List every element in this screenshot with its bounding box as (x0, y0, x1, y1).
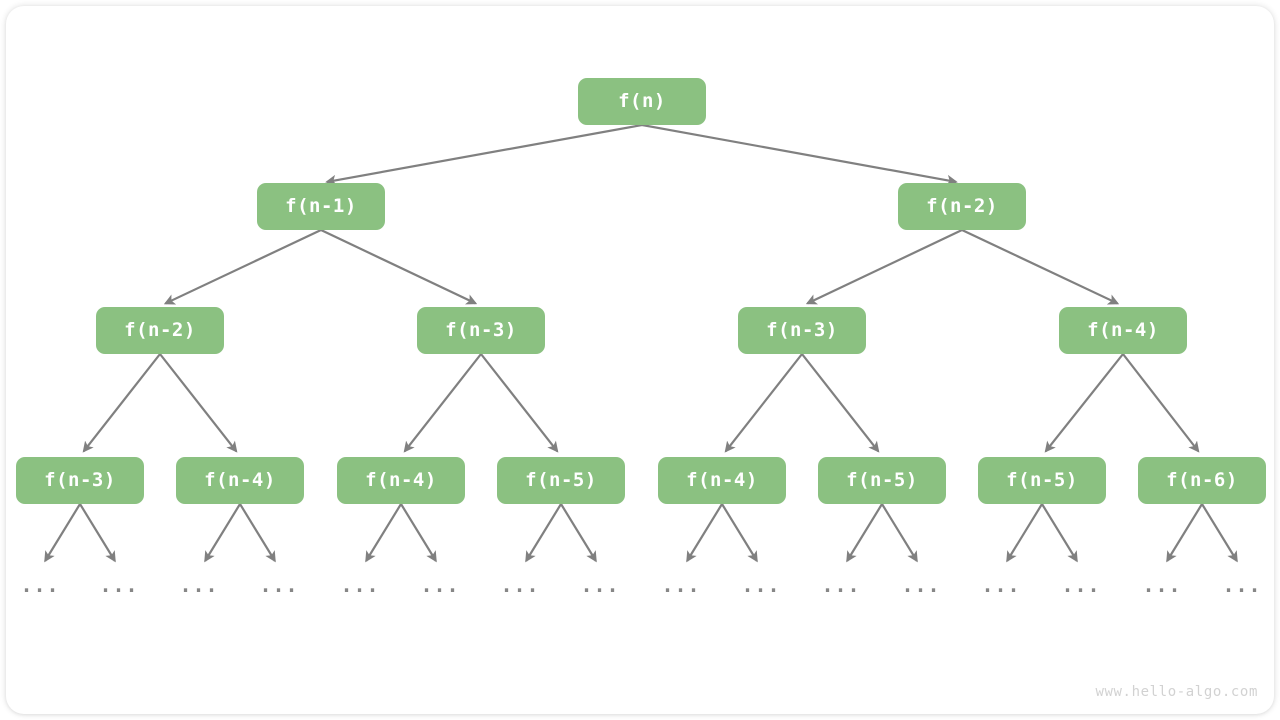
ellipsis-marker: ... (340, 573, 380, 597)
tree-node-label: f(n-4) (204, 468, 276, 491)
tree-node-label: f(n-4) (365, 468, 437, 491)
tree-node-label: f(n-3) (445, 318, 517, 341)
tree-node[interactable]: f(n-4) (658, 456, 786, 504)
tree-node-label: f(n-3) (44, 468, 116, 491)
tree-node[interactable]: f(n-2) (96, 306, 224, 354)
tree-node-label: f(n) (618, 89, 666, 112)
tree-node-label: f(n-6) (1166, 468, 1238, 491)
ellipsis-marker: ... (259, 573, 299, 597)
ellipsis-marker: ... (420, 573, 460, 597)
tree-node-label: f(n-4) (686, 468, 758, 491)
tree-node-label: f(n-2) (124, 318, 196, 341)
tree-node-label: f(n-5) (525, 468, 597, 491)
tree-node[interactable]: f(n-5) (978, 456, 1106, 504)
ellipsis-marker: ... (741, 573, 781, 597)
tree-node[interactable]: f(n-3) (738, 306, 866, 354)
tree-node-label: f(n-5) (1006, 468, 1078, 491)
tree-node[interactable]: f(n) (578, 77, 706, 125)
ellipsis-marker: ... (179, 573, 219, 597)
tree-node[interactable]: f(n-3) (417, 306, 545, 354)
ellipsis-marker: ... (981, 573, 1021, 597)
ellipsis-marker: ... (1061, 573, 1101, 597)
ellipsis-marker: ... (821, 573, 861, 597)
tree-node[interactable]: f(n-4) (337, 456, 465, 504)
tree-node[interactable]: f(n-5) (818, 456, 946, 504)
ellipsis-marker: ... (901, 573, 941, 597)
tree-node[interactable]: f(n-4) (1059, 306, 1187, 354)
tree-node[interactable]: f(n-5) (497, 456, 625, 504)
ellipsis-marker: ... (1222, 573, 1262, 597)
tree-node[interactable]: f(n-6) (1138, 456, 1266, 504)
watermark: www.hello-algo.com (1095, 684, 1258, 700)
ellipsis-marker: ... (500, 573, 540, 597)
tree-node-label: f(n-4) (1087, 318, 1159, 341)
tree-node[interactable]: f(n-1) (257, 182, 385, 230)
tree-node-label: f(n-3) (766, 318, 838, 341)
tree-node[interactable]: f(n-2) (898, 182, 1026, 230)
tree-node-label: f(n-5) (846, 468, 918, 491)
ellipsis-marker: ... (99, 573, 139, 597)
ellipsis-marker: ... (1142, 573, 1182, 597)
ellipsis-marker: ... (661, 573, 701, 597)
ellipsis-marker: ... (580, 573, 620, 597)
tree-node[interactable]: f(n-4) (176, 456, 304, 504)
tree-node[interactable]: f(n-3) (16, 456, 144, 504)
tree-node-label: f(n-1) (285, 194, 357, 217)
tree-node-label: f(n-2) (926, 194, 998, 217)
ellipsis-marker: ... (20, 573, 60, 597)
